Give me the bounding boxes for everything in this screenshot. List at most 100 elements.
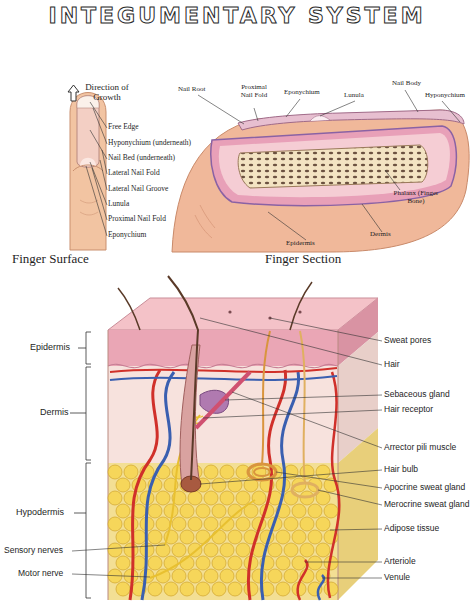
adipose-lobules-part	[172, 543, 186, 557]
finger-surface-art-part	[70, 93, 106, 251]
finger-section-leaders-part	[405, 90, 418, 112]
finger-section-leaders-part	[442, 101, 460, 122]
skin-brackets-part	[70, 367, 91, 460]
skin-leaders-part	[200, 470, 382, 484]
part-label: Hair receptor	[384, 405, 433, 414]
part-label: Lateral Nail Groove	[108, 185, 168, 193]
adipose-lobules-part	[116, 478, 130, 492]
skin-block-art-part	[338, 428, 378, 600]
adipose-lobules-part	[316, 543, 330, 557]
skin-brackets	[70, 332, 91, 598]
adipose-lobules-part	[308, 504, 322, 518]
skin-leaders-part	[330, 529, 382, 530]
finger-surface-art	[68, 85, 106, 250]
adipose-lobules-part	[212, 556, 226, 570]
skin-leaders-part	[322, 578, 382, 579]
skin-block-art-part	[108, 330, 109, 600]
layer-label: Dermis	[40, 408, 69, 418]
adipose-lobules-part	[188, 569, 202, 583]
finger-surface-leaders-part	[102, 150, 107, 174]
adipose-lobules-part	[180, 582, 194, 596]
part-label: Lunula	[108, 200, 129, 208]
adipose-lobules-part	[220, 517, 234, 531]
finger-surface-leaders-part	[90, 130, 107, 159]
skin-leaders-part	[318, 490, 382, 505]
adipose-lobules-part	[148, 504, 162, 518]
adipose-lobules-part	[156, 517, 170, 531]
adipose-lobules-part	[292, 556, 306, 570]
skin-structures-part	[262, 331, 270, 464]
adipose-lobules-part	[316, 465, 330, 479]
adipose-lobules-part	[308, 530, 322, 544]
adipose-lobules-part	[276, 582, 290, 596]
adipose-lobules-part	[116, 556, 130, 570]
adipose-lobules-part	[252, 491, 266, 505]
adipose-lobules-part	[284, 569, 298, 583]
adipose-lobules-part	[220, 465, 234, 479]
adipose-lobules-part	[124, 543, 138, 557]
adipose-lobules-part	[108, 491, 122, 505]
skin-leaders-part	[203, 410, 382, 418]
skin-block-art-part	[108, 463, 338, 600]
adipose-lobules-part	[292, 504, 306, 518]
skin-structures-part	[254, 468, 270, 476]
finger-surface-art-part	[77, 96, 99, 168]
skin-structures-part	[300, 331, 305, 483]
skin-structures-part	[150, 500, 255, 578]
finger-section-art-part	[310, 116, 330, 121]
skin-block-art-part	[338, 330, 339, 600]
part-label: Proximal Nail Fold	[108, 215, 166, 223]
adipose-lobules-part	[180, 530, 194, 544]
skin-brackets-part	[78, 332, 91, 364]
part-label: Sweat pores	[384, 336, 431, 345]
adipose-lobules-part	[116, 582, 130, 596]
skin-leaders	[72, 318, 382, 578]
skin-leaders-part	[225, 395, 382, 400]
adipose-lobules-part	[172, 517, 186, 531]
adipose-lobules-part	[108, 543, 122, 557]
finger-section-leaders-part	[385, 170, 400, 190]
adipose-lobules-part	[164, 582, 178, 596]
finger-section-art-part	[195, 205, 215, 238]
adipose-lobules-part	[324, 582, 338, 596]
adipose-lobules-part	[212, 478, 226, 492]
finger-surface-leaders-part	[100, 160, 107, 190]
finger-section-art-part	[219, 133, 450, 197]
part-label: Phalanx (Finger Bone)	[386, 190, 446, 205]
adipose-lobules-part	[308, 556, 322, 570]
part-label: Eponychium	[108, 231, 146, 239]
adipose-lobules-part	[196, 504, 210, 518]
skin-leaders-part	[72, 545, 165, 551]
part-label: Lateral Nail Fold	[108, 169, 160, 177]
adipose-lobules-part	[236, 517, 250, 531]
adipose-lobules-part	[188, 517, 202, 531]
adipose-lobules-part	[228, 530, 242, 544]
figure-caption: Finger Section	[265, 252, 341, 266]
adipose-lobules-part	[196, 556, 210, 570]
finger-section-art-part	[172, 110, 469, 252]
finger-surface-art-part	[68, 85, 79, 101]
finger-section-art-part	[238, 145, 428, 188]
adipose-lobules-part	[148, 556, 162, 570]
adipose-lobules-part	[204, 517, 218, 531]
part-label: Sensory nerves	[4, 546, 63, 555]
diagram-title: INTEGUMENTARY SYSTEM	[0, 3, 474, 28]
finger-surface-leaders-part	[90, 102, 107, 128]
figure-caption: Finger Surface	[12, 252, 89, 266]
part-label: Hair	[384, 360, 400, 369]
part-label: Arrector pili muscle	[384, 443, 456, 452]
finger-section-leaders-part	[268, 212, 306, 240]
part-label: Hyponychium	[425, 92, 465, 100]
layer-label: Hypodermis	[16, 508, 64, 518]
adipose-lobules-part	[172, 569, 186, 583]
adipose-lobules-part	[300, 543, 314, 557]
part-label: Dermis	[370, 231, 391, 239]
part-label: Epidermis	[286, 240, 315, 248]
adipose-lobules-part	[324, 504, 338, 518]
finger-surface-leaders-part	[90, 162, 107, 205]
adipose-lobules-part	[236, 543, 250, 557]
skin-structures-part	[228, 310, 231, 313]
part-label: Lunula	[344, 92, 364, 100]
part-label: Nail Bed (underneath)	[108, 154, 175, 162]
